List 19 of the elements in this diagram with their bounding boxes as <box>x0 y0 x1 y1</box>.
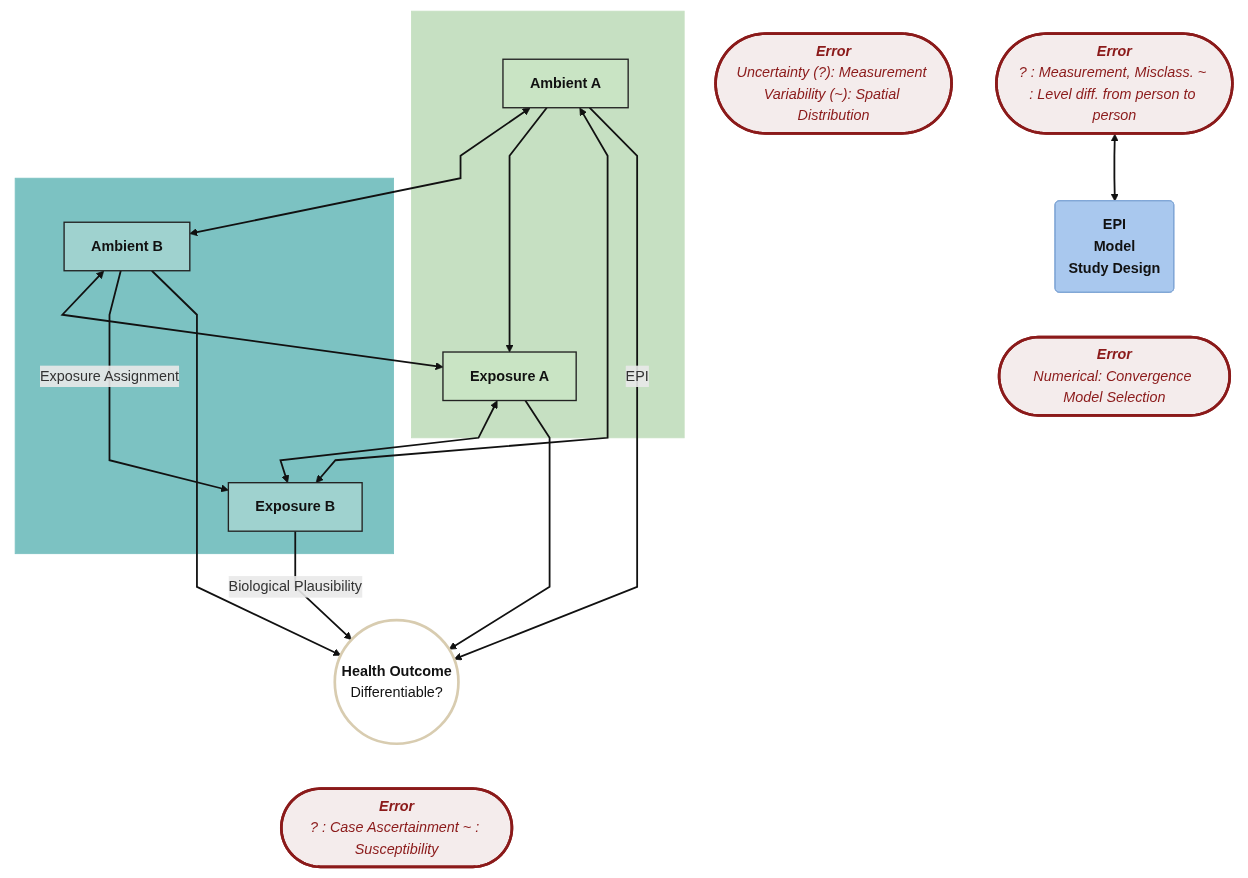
arrow <box>279 400 498 484</box>
edge-label: Biological Plausibility <box>228 578 363 595</box>
arrow <box>315 107 609 484</box>
node-circle: Health Outcome Differentiable? <box>333 618 460 746</box>
edge-label: Exposure Assignment <box>40 368 180 384</box>
arrow <box>449 399 551 650</box>
arrow <box>505 106 548 353</box>
arrow <box>454 106 639 661</box>
cluster <box>411 10 685 439</box>
arrow <box>151 269 342 656</box>
node-box: Exposure B <box>227 482 363 532</box>
arrow <box>1110 133 1119 202</box>
edge-label: EPI <box>625 368 649 384</box>
node-box: Ambient B <box>63 221 191 272</box>
arrow <box>108 269 229 493</box>
arrow <box>60 270 444 371</box>
cluster <box>14 177 395 555</box>
node-box: Exposure A <box>442 351 578 402</box>
node-box: Ambient A <box>502 58 630 109</box>
